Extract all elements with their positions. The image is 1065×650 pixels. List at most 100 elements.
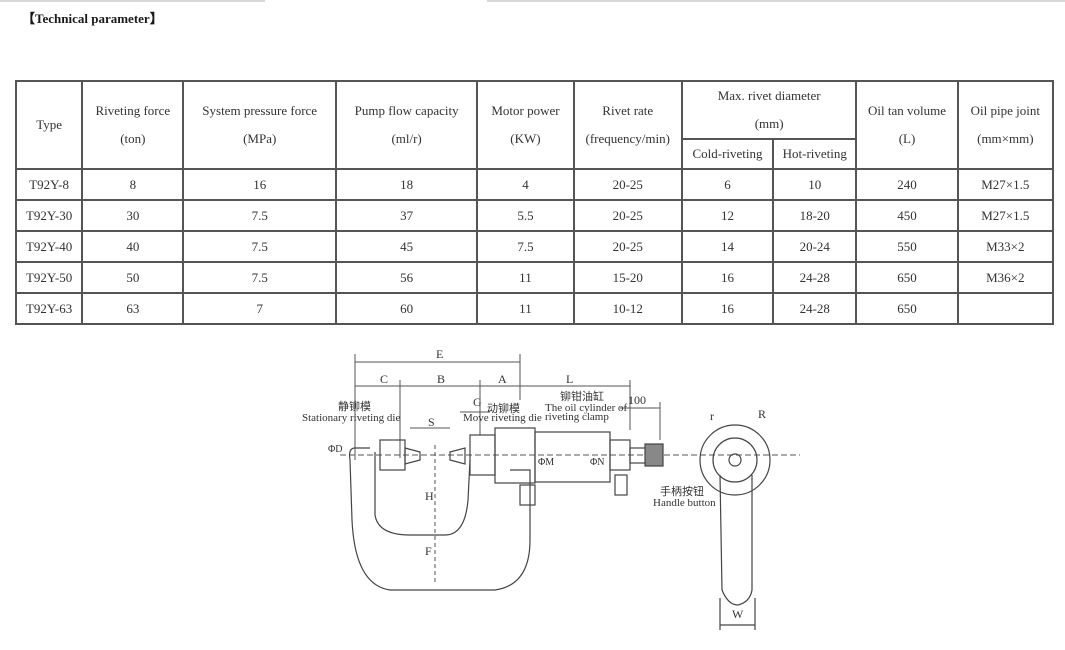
- dim-F: F: [425, 544, 432, 558]
- dim-A: A: [498, 372, 507, 386]
- dimension-lines: [340, 354, 800, 585]
- table-cell: 16: [182, 168, 337, 201]
- table-cell: 650: [855, 261, 959, 294]
- dim-W: W: [732, 607, 744, 621]
- label-stationary-cn: 静铆模: [338, 399, 371, 413]
- header-riveting-force: Riveting force(ton): [81, 80, 185, 170]
- top-divider-left: [0, 0, 265, 2]
- header-oil-tank: Oil tan volume(L): [855, 80, 959, 170]
- label-move-cn: 动铆模: [487, 401, 520, 415]
- table-cell: 40: [81, 230, 185, 263]
- label-stationary-en: Stationary riveting die: [302, 412, 400, 424]
- header-hot-riveting: Hot-riveting: [772, 138, 858, 170]
- header-motor-power: Motor power(KW): [476, 80, 575, 170]
- header-cold-riveting: Cold-riveting: [680, 138, 775, 170]
- table-cell: M27×1.5: [956, 168, 1055, 201]
- table-cell: 16: [680, 292, 775, 325]
- dim-M: ΦM: [538, 457, 554, 468]
- table-cell: 16: [680, 261, 775, 294]
- table-cell: 7.5: [476, 230, 575, 263]
- table-cell: 240: [855, 168, 959, 201]
- riveter-drawing: E C B A L G S 100 r R W H F ΦD ΦM ΦN 静铆模…: [302, 347, 800, 630]
- top-divider-right: [487, 0, 1065, 2]
- dim-D: ΦD: [328, 444, 343, 455]
- table-cell: 56: [334, 261, 479, 294]
- table-cell: 12: [680, 199, 775, 232]
- subheader-row: Cold-riveting Hot-riveting: [16, 138, 1053, 170]
- table-cell: M27×1.5: [956, 199, 1055, 232]
- dim-R: R: [758, 407, 766, 421]
- technical-parameter-table: Type Riveting force(ton) System pressure…: [14, 80, 1055, 325]
- dim-E: E: [436, 347, 443, 361]
- dim-S: S: [428, 415, 435, 429]
- table-cell: T92Y-30: [14, 199, 84, 232]
- table-cell: 37: [334, 199, 479, 232]
- header-oil-pipe: Oil pipe joint(mm×mm): [956, 80, 1055, 170]
- table-cell: 10-12: [572, 292, 683, 325]
- table-cell: 650: [855, 292, 959, 325]
- table-cell: 18: [334, 168, 479, 201]
- table-cell: 7.5: [182, 230, 337, 263]
- label-cylinder-en1: The oil cylinder of: [545, 402, 628, 414]
- header-row: Type Riveting force(ton) System pressure…: [14, 80, 1055, 170]
- section-heading: 【Technical parameter】: [22, 11, 163, 26]
- header-max-rivet-diameter: Max. rivet diameter(mm): [680, 80, 858, 140]
- header-type: Type: [14, 80, 84, 170]
- dim-C: C: [380, 372, 388, 386]
- table-cell: 7.5: [182, 261, 337, 294]
- table-cell: 30: [81, 199, 185, 232]
- dim-G: G: [473, 395, 482, 409]
- table-cell: 14: [680, 230, 775, 263]
- header-system-pressure: System pressure force(MPa): [182, 80, 337, 170]
- table-cell: 10: [772, 168, 858, 201]
- label-handle-en: Handle button: [653, 497, 716, 509]
- table-cell: 50: [81, 261, 185, 294]
- label-cylinder-en2: riveting clamp: [545, 411, 609, 423]
- table-cell: 20-25: [572, 230, 683, 263]
- table-cell: T92Y-40: [14, 230, 84, 263]
- table-cell: 11: [476, 261, 575, 294]
- dim-N: ΦN: [590, 457, 605, 468]
- dim-r: r: [710, 409, 714, 423]
- table-cell: 18-20: [772, 199, 858, 232]
- table-cell: 24-28: [772, 292, 858, 325]
- table-cell: 20-24: [772, 230, 858, 263]
- table-cell: 6: [680, 168, 775, 201]
- table-cell: T92Y-50: [14, 261, 84, 294]
- table-cell: 7: [182, 292, 337, 325]
- table-cell: T92Y-8: [14, 168, 84, 201]
- table-cell: 20-25: [572, 168, 683, 201]
- label-cylinder-cn: 铆钳油缸: [560, 389, 604, 403]
- table-cell: 15-20: [572, 261, 683, 294]
- oil-cylinder: [469, 427, 664, 506]
- table-cell: 4: [476, 168, 575, 201]
- table-cell: M33×2: [956, 230, 1055, 263]
- table-cell: 20-25: [572, 199, 683, 232]
- label-handle-cn: 手柄按钮: [660, 484, 704, 498]
- table-cell: 5.5: [476, 199, 575, 232]
- table-cell: 24-28: [772, 261, 858, 294]
- dim-H: H: [425, 489, 434, 503]
- table-cell: 7.5: [182, 199, 337, 232]
- header-pump-flow: Pump flow capacity(ml/r): [334, 80, 479, 170]
- table-cell: 45: [334, 230, 479, 263]
- side-view: [699, 424, 771, 630]
- table-cell: M36×2: [956, 261, 1055, 294]
- table-cell: 63: [81, 292, 185, 325]
- c-frame: [348, 439, 531, 591]
- table-cell: [956, 292, 1055, 325]
- header-rivet-rate: Rivet rate(frequency/min): [572, 80, 683, 170]
- dim-L: L: [566, 372, 573, 386]
- table-cell: T92Y-63: [14, 292, 84, 325]
- dim-B: B: [437, 372, 445, 386]
- dim-100: 100: [628, 393, 646, 407]
- table-cell: 60: [334, 292, 479, 325]
- table-cell: 550: [855, 230, 959, 263]
- table-cell: 11: [476, 292, 575, 325]
